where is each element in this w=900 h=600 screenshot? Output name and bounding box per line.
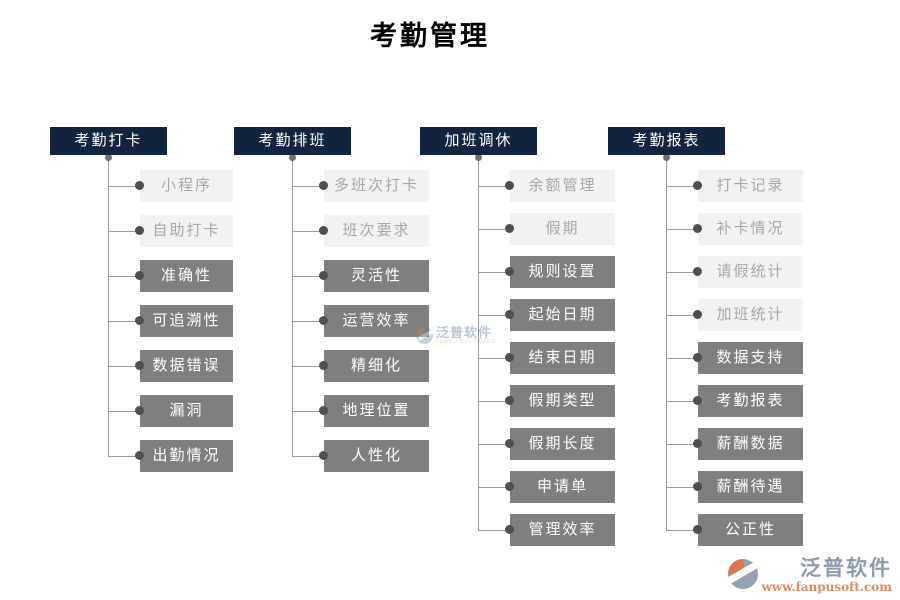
column-header: 加班调休 bbox=[420, 127, 537, 155]
column-header: 考勤报表 bbox=[608, 127, 725, 155]
tree-item: 出勤情况 bbox=[108, 440, 233, 472]
tree-item: 地理位置 bbox=[292, 395, 429, 427]
connector-top-dot bbox=[663, 154, 670, 161]
tree-item: 自助打卡 bbox=[108, 215, 233, 247]
tree-item: 管理效率 bbox=[478, 514, 615, 546]
page-title: 考勤管理 bbox=[370, 21, 490, 52]
tree-item: 申请单 bbox=[478, 471, 615, 503]
tree-item: 灵活性 bbox=[292, 260, 429, 292]
tree-item: 规则设置 bbox=[478, 256, 615, 288]
tree-item: 数据错误 bbox=[108, 350, 233, 382]
tree-item: 班次要求 bbox=[292, 215, 429, 247]
tree-item: 假期长度 bbox=[478, 428, 615, 460]
brand-text-block: 泛普软件 www.fanpusoft.com bbox=[762, 557, 892, 594]
center-watermark: 泛普软件 FANPU SOFTWARE bbox=[416, 326, 496, 345]
tree-item: 起始日期 bbox=[478, 299, 615, 331]
column-items: 小程序 自助打卡 准确性 可追溯性 数据错误 漏洞 出勤情况 bbox=[108, 170, 233, 485]
tree-item: 漏洞 bbox=[108, 395, 233, 427]
tree-item: 加班统计 bbox=[666, 299, 803, 331]
brand-name: 泛普软件 bbox=[800, 557, 892, 580]
tree-item: 准确性 bbox=[108, 260, 233, 292]
column-items: 多班次打卡 班次要求 灵活性 运营效率 精细化 地理位置 人性化 bbox=[292, 170, 429, 485]
column-items: 余额管理 假期 规则设置 起始日期 结束日期 假期类型 假期长度 申请单 管理效… bbox=[478, 170, 615, 557]
connector-top-dot bbox=[105, 154, 112, 161]
tree-item: 数据支持 bbox=[666, 342, 803, 374]
tree-item: 结束日期 bbox=[478, 342, 615, 374]
fanpu-logo-icon bbox=[727, 559, 758, 589]
tree-item: 考勤报表 bbox=[666, 385, 803, 417]
tree-item: 假期 bbox=[478, 213, 615, 245]
watermark-text: 泛普软件 bbox=[436, 325, 493, 340]
connector-trunk bbox=[478, 155, 479, 530]
tree-item: 薪酬数据 bbox=[666, 428, 803, 460]
tree-item: 公正性 bbox=[666, 514, 803, 546]
watermark-text-block: 泛普软件 FANPU SOFTWARE bbox=[436, 326, 496, 345]
tree-item: 可追溯性 bbox=[108, 305, 233, 337]
tree-item: 精细化 bbox=[292, 350, 429, 382]
tree-item: 小程序 bbox=[108, 170, 233, 202]
tree-item: 打卡记录 bbox=[666, 170, 803, 202]
tree-item: 请假统计 bbox=[666, 256, 803, 288]
column-items: 打卡记录 补卡情况 请假统计 加班统计 数据支持 考勤报表 薪酬数据 薪酬待遇 … bbox=[666, 170, 803, 557]
connector-trunk bbox=[108, 155, 109, 456]
column-header: 考勤排班 bbox=[234, 127, 351, 155]
fanpu-logo-icon bbox=[416, 327, 433, 344]
tree-item: 补卡情况 bbox=[666, 213, 803, 245]
connector-top-dot bbox=[289, 154, 296, 161]
tree-item: 薪酬待遇 bbox=[666, 471, 803, 503]
watermark-subtext: FANPU SOFTWARE bbox=[436, 339, 497, 345]
column-header: 考勤打卡 bbox=[50, 127, 167, 155]
connector-trunk bbox=[666, 155, 667, 530]
connector-top-dot bbox=[475, 154, 482, 161]
brand-logo: 泛普软件 www.fanpusoft.com bbox=[727, 557, 892, 594]
tree-item: 运营效率 bbox=[292, 305, 429, 337]
tree-item: 假期类型 bbox=[478, 385, 615, 417]
tree-item: 多班次打卡 bbox=[292, 170, 429, 202]
brand-url: www.fanpusoft.com bbox=[761, 580, 892, 594]
tree-item: 人性化 bbox=[292, 440, 429, 472]
connector-trunk bbox=[292, 155, 293, 456]
tree-item: 余额管理 bbox=[478, 170, 615, 202]
